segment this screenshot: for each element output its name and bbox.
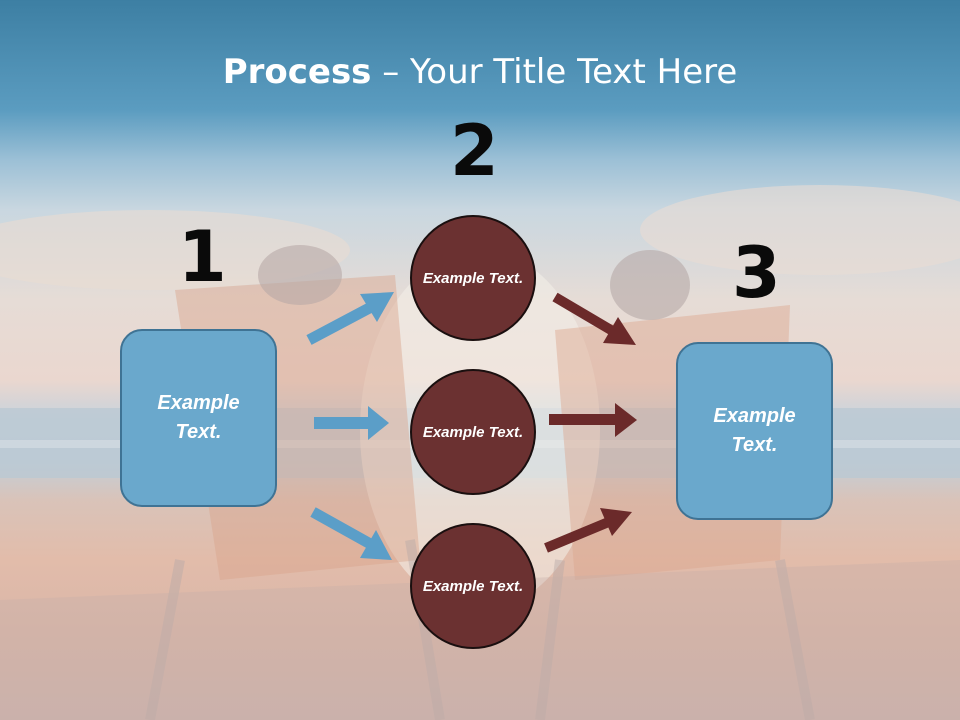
arrow-red-up bbox=[544, 508, 632, 553]
arrow-blue-up bbox=[306, 292, 394, 345]
slide-title: Process – Your Title Text Here bbox=[0, 52, 960, 92]
title-rest: – Your Title Text Here bbox=[371, 52, 738, 92]
arrow-blue-down bbox=[310, 507, 392, 560]
arrow-red-right bbox=[549, 403, 637, 437]
right-box-text: Example Text. bbox=[713, 405, 796, 456]
circle-bottom: Example Text. bbox=[410, 523, 536, 649]
step-number-3: 3 bbox=[732, 232, 781, 314]
title-bold: Process bbox=[222, 52, 372, 92]
arrow-red-down bbox=[552, 292, 636, 345]
circle-middle: Example Text. bbox=[410, 369, 536, 495]
left-box-text: Example Text. bbox=[157, 392, 240, 443]
step-number-2: 2 bbox=[450, 110, 499, 192]
circle-bottom-text: Example Text. bbox=[422, 577, 524, 595]
arrow-blue-right bbox=[314, 406, 389, 440]
circle-top-text: Example Text. bbox=[422, 269, 524, 287]
step-number-1: 1 bbox=[178, 216, 227, 298]
right-text-box: Example Text. bbox=[676, 342, 833, 520]
left-text-box: Example Text. bbox=[120, 329, 277, 507]
circle-middle-text: Example Text. bbox=[422, 423, 524, 441]
circle-top: Example Text. bbox=[410, 215, 536, 341]
